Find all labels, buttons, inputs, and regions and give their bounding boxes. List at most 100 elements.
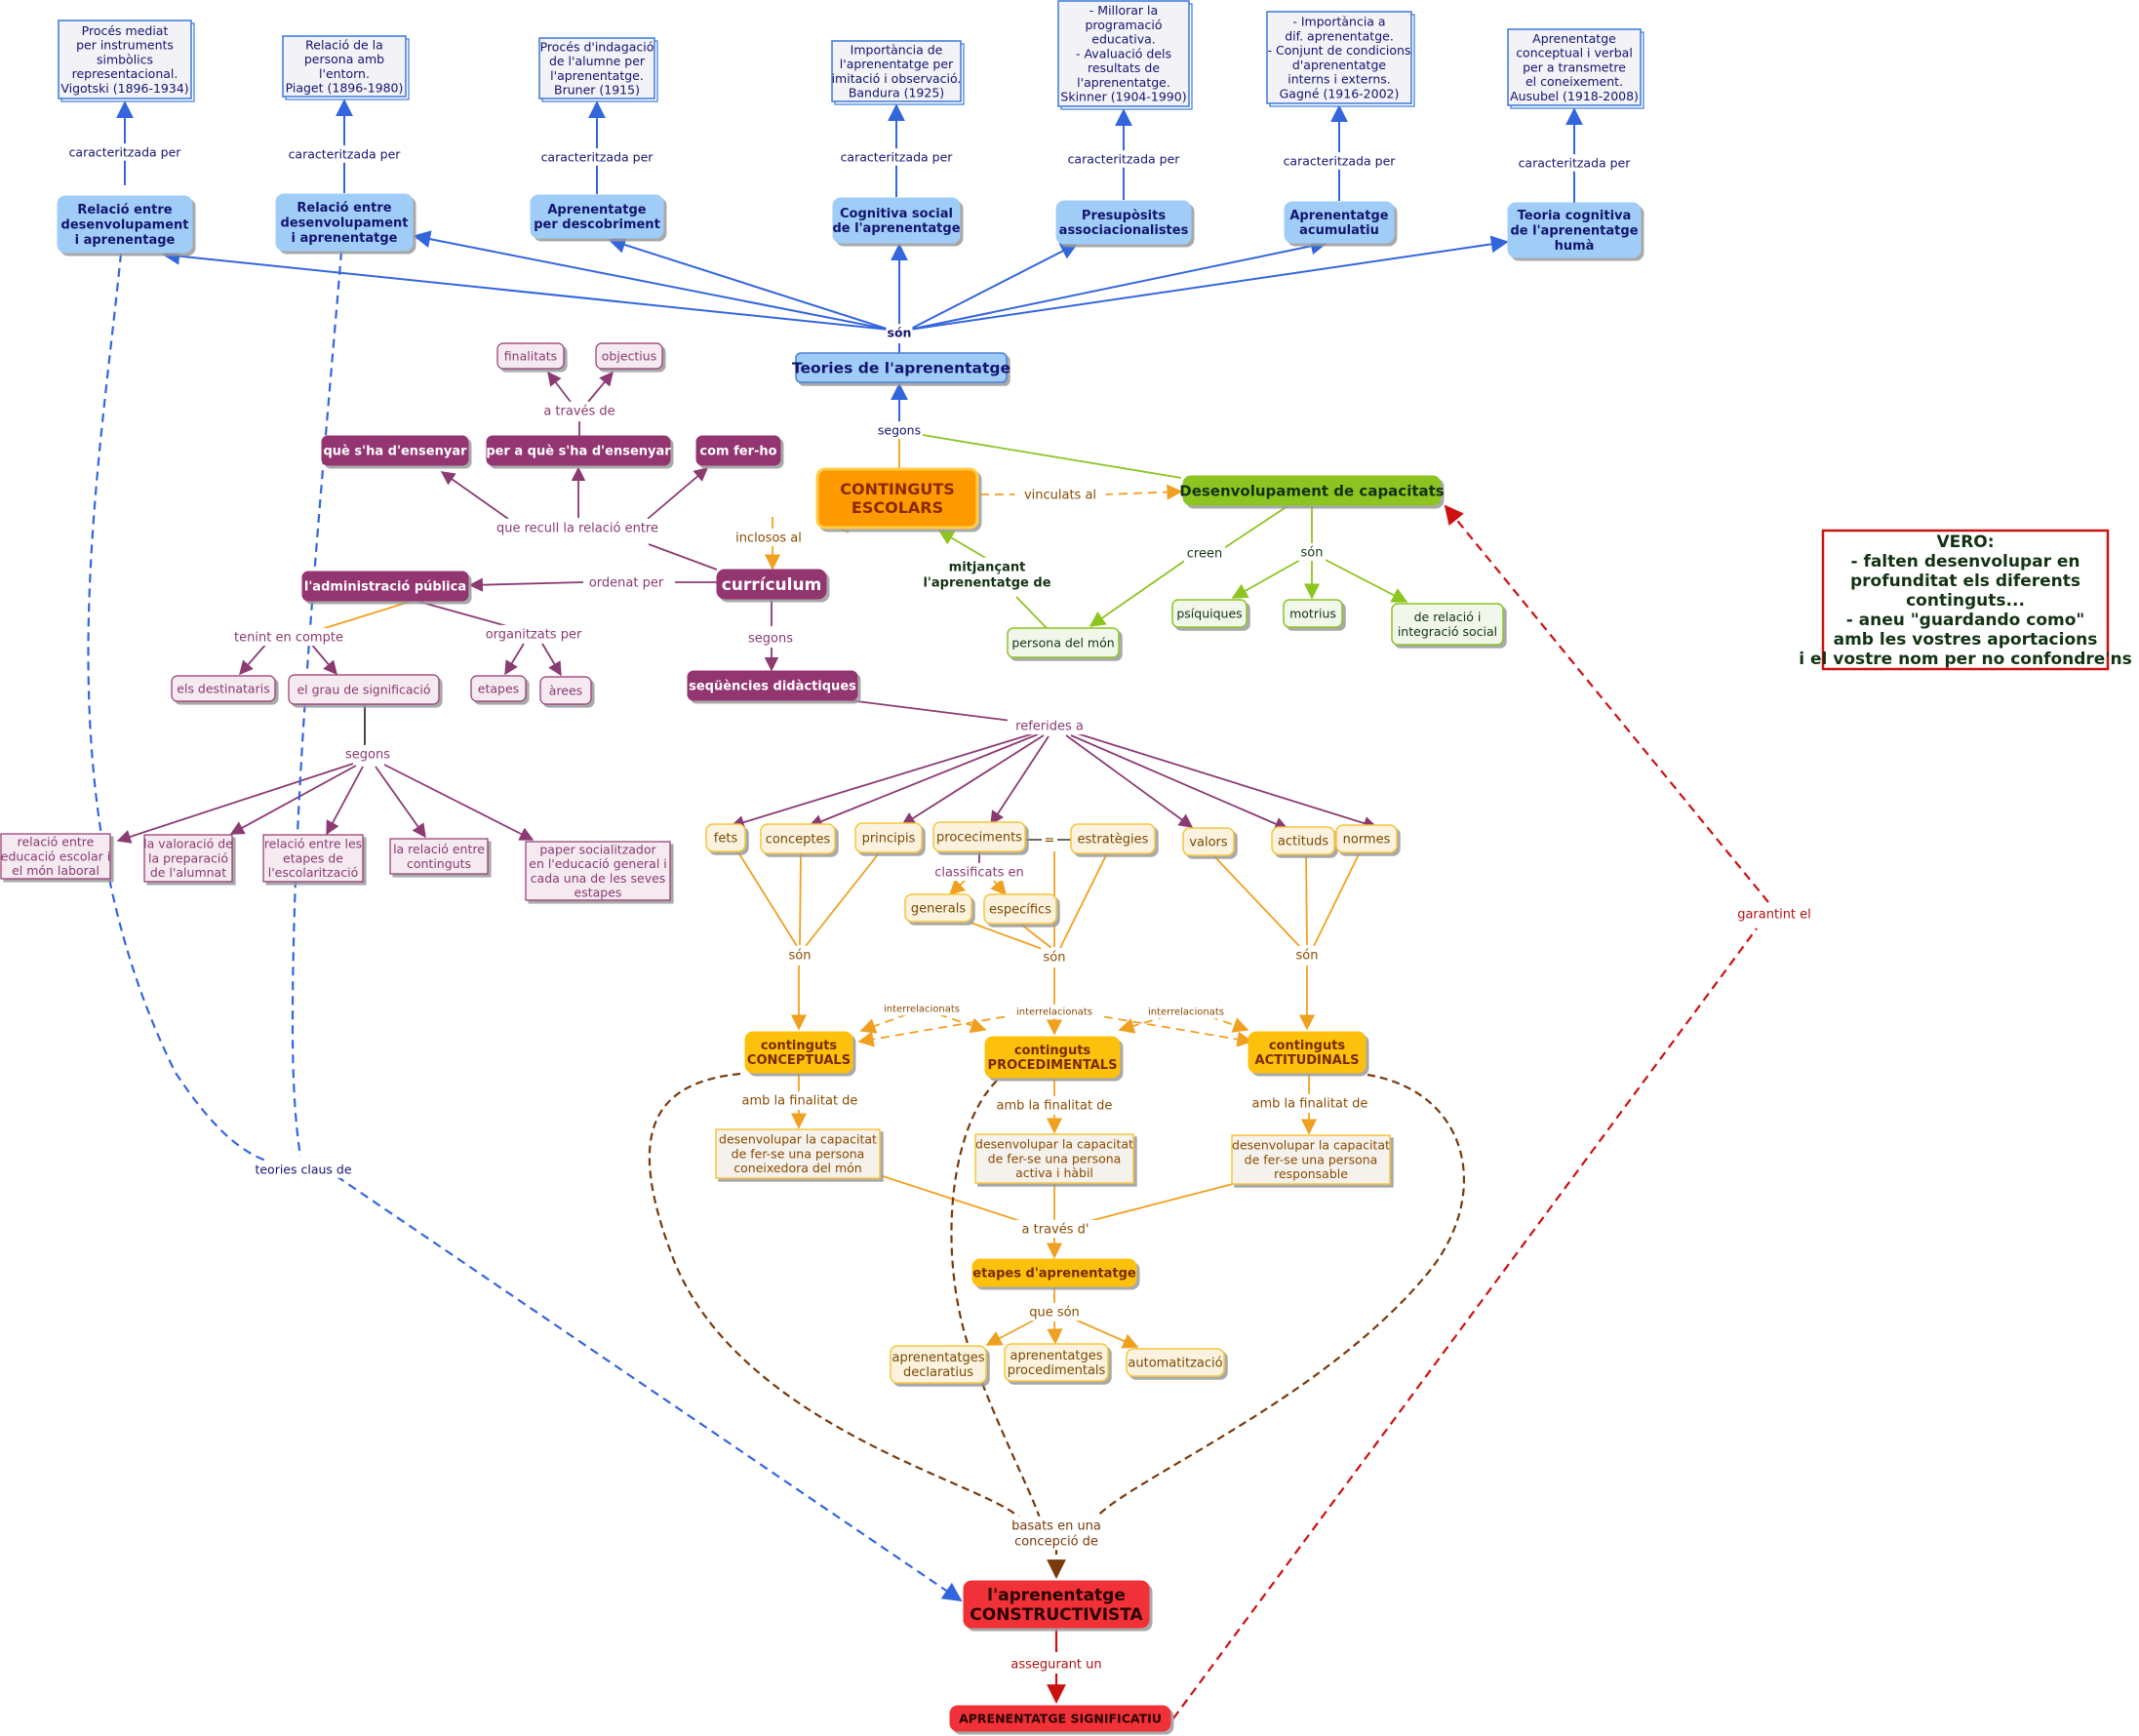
node-box (971, 1258, 1137, 1287)
link-label-bg (875, 1001, 969, 1016)
node-arees[interactable]: àrees (539, 676, 592, 705)
link-label-line: concepció de (1014, 1535, 1098, 1550)
node-box (705, 823, 746, 852)
connector-line (985, 1318, 1038, 1346)
node-persona-mon[interactable]: persona del món (1007, 627, 1120, 658)
node-motrius[interactable]: motrius (1283, 599, 1343, 628)
node-box (496, 342, 565, 370)
connector-line (504, 643, 525, 676)
link-label-bg (1014, 485, 1106, 504)
node-especifics[interactable]: específics (983, 893, 1057, 925)
node-administracio[interactable]: l'administració pública (301, 571, 469, 602)
connector-line (1305, 853, 1308, 946)
node-text-line: àrees (549, 683, 582, 697)
node-proceciments[interactable]: proceciments (932, 821, 1026, 852)
node-box (949, 1705, 1171, 1732)
node-text-line: estratègies (1078, 833, 1149, 848)
node-com-fer[interactable]: com fer-ho (695, 435, 781, 466)
node-text-line: i aprenentage (75, 233, 176, 248)
node-text: àrees (549, 683, 582, 697)
link-label-bg (1510, 154, 1639, 172)
node-etapes[interactable]: etapes (470, 675, 527, 702)
node-box (1126, 1348, 1225, 1377)
node-text-line: APRENENTATGE SIGNIFICATIU (959, 1711, 1162, 1725)
node-psiquiques[interactable]: psíquiques (1171, 599, 1248, 628)
node-normes[interactable]: normes (1335, 824, 1398, 853)
node-conceptes[interactable]: conceptes (760, 823, 836, 854)
node-estrategies[interactable]: estratègies (1070, 823, 1156, 854)
node-valors[interactable]: valors (1182, 827, 1235, 856)
link-label-teories-claus: teories claus de (255, 1162, 351, 1176)
node-text-line: psíquiques (1176, 606, 1242, 620)
node-objectius[interactable]: objectius (595, 342, 663, 370)
link-label-bg (886, 324, 913, 341)
node-automatitzacio[interactable]: automatització (1126, 1348, 1225, 1377)
link-label-line: són (789, 949, 812, 964)
node-etapes-apr[interactable]: etapes d'aprenentatge (971, 1258, 1137, 1287)
node-finalitats[interactable]: finalitats (496, 342, 565, 370)
node-teories[interactable]: Teories de l'aprenentatge (792, 352, 1010, 383)
node-destinataris[interactable]: els destinataris (171, 675, 276, 702)
node-box (1055, 200, 1192, 245)
node-actituds[interactable]: actituds (1271, 826, 1335, 855)
node-fets[interactable]: fets (705, 823, 746, 852)
link-label-line: inclosos al (735, 532, 802, 546)
connector-line (229, 765, 357, 835)
node-text-line: per descobriment (534, 217, 660, 232)
node-principis[interactable]: principis (854, 822, 923, 853)
node-generals[interactable]: generals (904, 893, 972, 923)
link-label-finalitat-a: amb la finalitat de (1252, 1097, 1368, 1112)
node-desenvolupament[interactable]: Desenvolupament de capacitats (1179, 475, 1445, 506)
node-text-line: l'administració pública (304, 580, 466, 595)
link-label-bg (246, 1161, 361, 1178)
node-significatiu[interactable]: APRENENTATGE SIGNIFICATIU (949, 1705, 1171, 1732)
node-text-line: l'aprenentatge. (550, 68, 644, 83)
node-text-line: de l'alumnat (150, 865, 226, 880)
link-label-line: caracteritzada per (289, 146, 402, 161)
link-label-bg (280, 145, 409, 163)
node-per-a-que[interactable]: per a què s'ha d'ensenyar (486, 435, 671, 466)
connector-line (375, 766, 426, 839)
link-label-bg (1008, 1004, 1101, 1019)
node-text-line: Procés d'indagació (540, 39, 654, 54)
node-curriculum[interactable]: currículum (716, 569, 827, 600)
node-sequencies[interactable]: seqüències didàctiques (687, 670, 858, 701)
node-box (282, 35, 407, 98)
link-label-bg (1059, 150, 1188, 168)
node-grau[interactable]: el grau de significació (288, 674, 440, 705)
node-que-ensenyar[interactable]: què s'ha d'ensenyar (321, 435, 469, 466)
